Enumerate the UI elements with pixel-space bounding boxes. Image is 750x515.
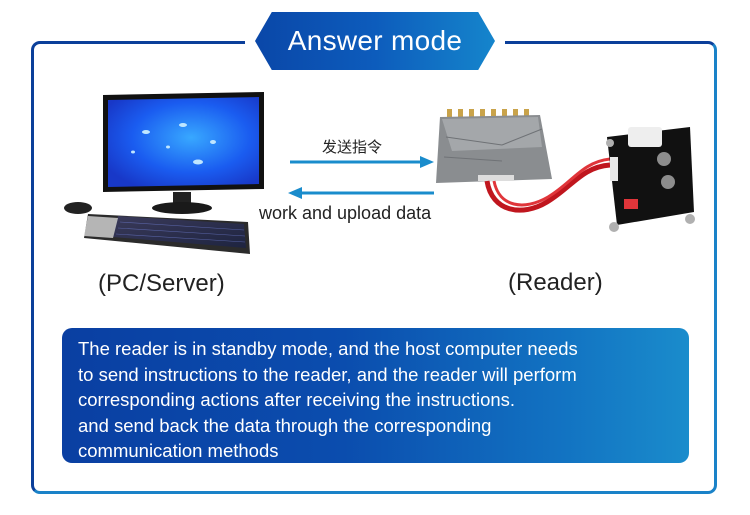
page-title: Answer mode <box>287 25 463 56</box>
reader-caption: (Reader) <box>508 269 603 296</box>
title-badge: Answer mode <box>255 12 495 70</box>
return-arrow <box>288 187 434 199</box>
pc-server-caption: (PC/Server) <box>98 270 225 297</box>
adapter-board-icon <box>606 127 695 232</box>
description-text: The reader is in standby mode, and the h… <box>78 338 578 461</box>
keyboard-icon <box>84 214 250 254</box>
pc-server-image <box>64 92 264 254</box>
send-instruction-label: 发送指令 <box>322 138 383 156</box>
ribbon-cable <box>484 162 611 213</box>
upload-data-label: work and upload data <box>259 203 432 223</box>
mouse-icon <box>64 202 92 214</box>
rfid-reader-image <box>436 109 695 232</box>
send-arrow <box>290 156 434 168</box>
reader-module-icon <box>436 109 552 183</box>
description-panel: The reader is in standby mode, and the h… <box>62 328 689 463</box>
monitor-icon <box>103 92 264 214</box>
